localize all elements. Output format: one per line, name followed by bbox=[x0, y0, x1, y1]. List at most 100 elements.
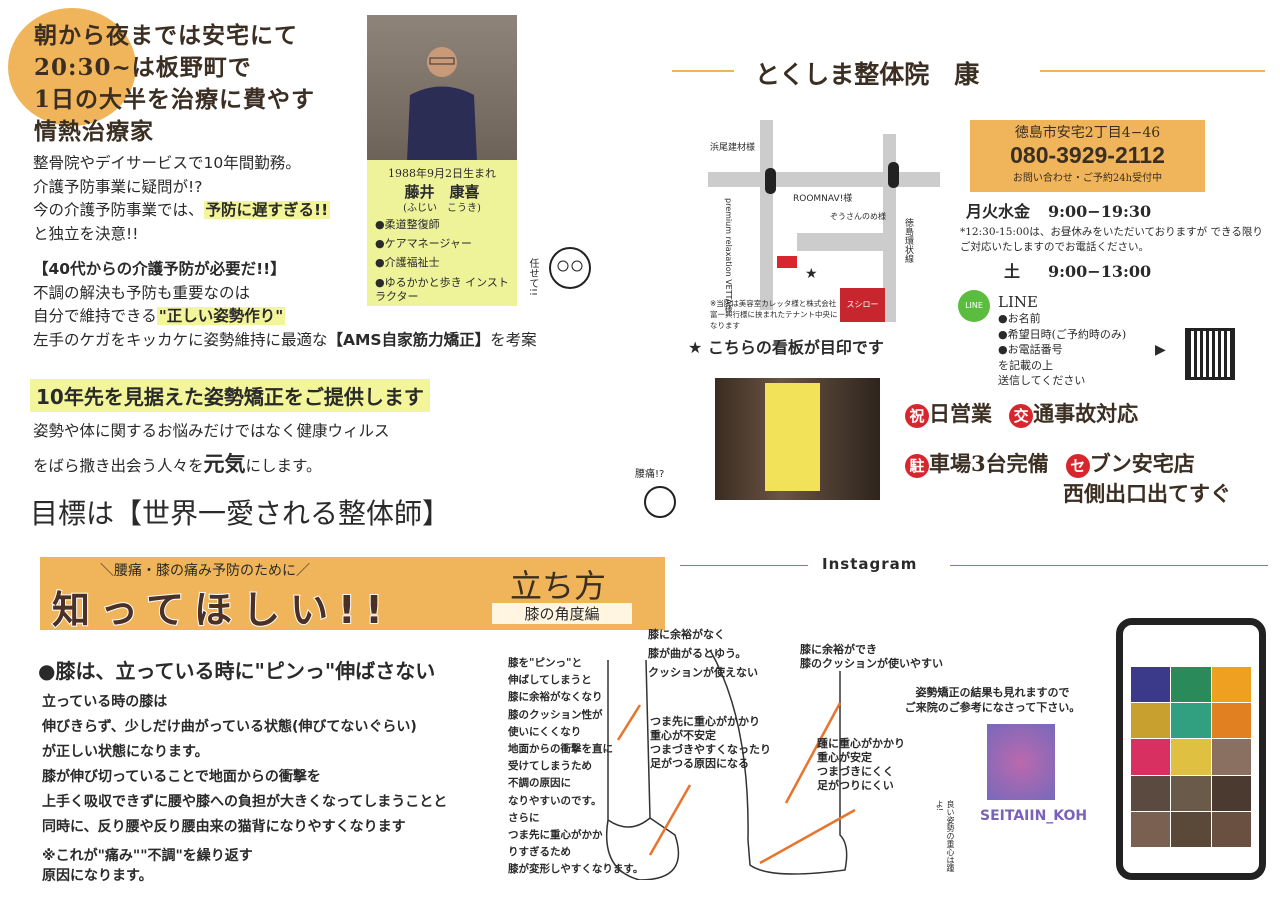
intro-line: 自分で維持できる"正しい姿勢作り" bbox=[33, 305, 537, 329]
text: にします。 bbox=[245, 457, 322, 475]
address: 徳島市安宅2丁目4−46 bbox=[1014, 125, 1161, 141]
headline: 朝から夜までは安宅にて 20:30~は板野町で 1日の大半を治療に費やす 情熱治… bbox=[34, 20, 315, 148]
side-line: なりやすいのです。 bbox=[508, 794, 602, 807]
knee-line: 同時に、反り腰や反り腰由来の猫背になりやすくなります bbox=[42, 819, 406, 835]
divider bbox=[672, 70, 734, 72]
store-photo bbox=[715, 378, 880, 500]
map: 浜尾建材様 ROOMNAV!様 ぞうさんのめ様 premium relaxati… bbox=[705, 118, 950, 333]
cartoon-text: 腰痛!? bbox=[635, 469, 665, 480]
features: 祝日営業 交通事故対応 駐車場3台完備 セブン安宅店 西側出口出てすぐ bbox=[905, 398, 1231, 508]
feature-badge: 交 bbox=[1009, 404, 1034, 428]
intro-line: と独立を決意!! bbox=[33, 224, 139, 243]
offer-line: をばら撒き出会う人々を元気にします。 bbox=[33, 448, 390, 483]
feature-text: 車場3台完備 bbox=[929, 451, 1049, 476]
sushiro-marker: スシロー bbox=[840, 288, 885, 322]
line-item: 送信してください bbox=[998, 374, 1086, 387]
highlight: 予防に遅すぎる!! bbox=[203, 201, 331, 219]
map-label: premium relaxation VETTA様 bbox=[724, 198, 733, 313]
offer-line: 姿勢や体に関するお悩みだけではなく健康ウィルス bbox=[33, 422, 390, 440]
feature-badge: 祝 bbox=[905, 404, 929, 428]
qualification: ●ゆるかかと歩き インストラクター bbox=[375, 276, 509, 303]
feature-text: 通事故対応 bbox=[1033, 401, 1139, 426]
address-box: 徳島市安宅2丁目4−46 080-3929-2112 お問い合わせ・ご予約24h… bbox=[970, 120, 1205, 192]
text: 左手のケガをキッカケに姿勢維持に最適な bbox=[33, 330, 328, 349]
phone: 080-3929-2112 bbox=[1010, 142, 1165, 168]
note-line: ご来院のご参考になさって下さい。 bbox=[904, 701, 1081, 714]
side-line: 膝に余裕がなくなり bbox=[508, 691, 603, 704]
instagram-handle[interactable]: SEITAIIN_KOH bbox=[980, 808, 1088, 824]
side-line: 受けてしまうため bbox=[508, 760, 592, 773]
text: 今の介護予防事業では、 bbox=[33, 201, 204, 219]
intro-line: 整骨院やデイサービスで10年間勤務。 bbox=[33, 154, 301, 172]
offer-heading: 10年先を見据えた姿勢矯正をご提供します bbox=[30, 379, 430, 412]
bad-mid: つま先に重心がかかり重心が不安定つまづきやすくなったり足がつる原因になる bbox=[650, 715, 771, 771]
knee-note: ※これが"痛み""不調"を繰り返す bbox=[42, 848, 253, 864]
feature-badge: 駐 bbox=[905, 454, 929, 478]
line-item: を記載の上 bbox=[998, 358, 1053, 372]
signboard bbox=[765, 383, 820, 491]
label-line: 重心が安定 bbox=[817, 751, 872, 764]
banner-subtitle: 膝の角度編 bbox=[492, 603, 632, 624]
label-line: 足がつる原因になる bbox=[650, 757, 749, 770]
map-label: 浜尾建材様 bbox=[710, 143, 756, 153]
side-line: 不調の原因に bbox=[508, 777, 571, 790]
feature-note: 西側出口出てすぐ bbox=[1063, 481, 1231, 506]
bad-top: 膝に余裕がなく膝が曲がるとゆう。クッションが使えない bbox=[648, 625, 758, 682]
instagram-note: 姿勢矯正の結果も見れますのでご来院のご参考になさって下さい。 bbox=[870, 685, 1115, 715]
decor-circle bbox=[8, 8, 136, 126]
instagram-qr-code[interactable] bbox=[985, 722, 1057, 802]
knee-line: 立っている時の膝は bbox=[42, 694, 168, 710]
clinic-marker bbox=[777, 256, 797, 268]
feature-text: 日営業 bbox=[929, 401, 992, 426]
label-line: 踵に重心がかかり bbox=[817, 737, 905, 750]
divider bbox=[950, 565, 1268, 566]
side-line: 膝が変形しやすくなります。 bbox=[508, 863, 644, 876]
line-icon[interactable]: LINE bbox=[958, 290, 990, 322]
goal: 目標は【世界一愛される整体師】 bbox=[30, 497, 451, 530]
qualification: ●介護福祉士 bbox=[375, 256, 440, 269]
side-line: さらに bbox=[508, 811, 540, 824]
good-top: 膝に余裕ができ膝のクッションが使いやすい bbox=[800, 643, 943, 671]
side-line: 伸ばしてしまうと bbox=[508, 674, 592, 687]
banner-sub: ＼腰痛・膝の痛み予防のために／ bbox=[100, 563, 310, 579]
label-line: つまづきにくく bbox=[817, 765, 894, 778]
label-line: 膝に余裕ができ bbox=[800, 643, 877, 656]
text: を考案 bbox=[490, 330, 537, 349]
knee-heading: ●膝は、立っている時に"ピンっ"伸ばさない bbox=[38, 659, 436, 683]
knee-note: 原因になります。 bbox=[42, 868, 153, 884]
text: 元気 bbox=[203, 452, 246, 476]
label-line: つま先に重心がかかり bbox=[650, 715, 760, 728]
offer-text: 姿勢や体に関するお悩みだけではなく健康ウィルス をばら撒き出会う人々を元気にしま… bbox=[33, 415, 390, 483]
knee-line: 上手く吸収できずに腰や膝への負担が大きくなってしまうことと bbox=[42, 794, 448, 810]
label-line: クッションが使えない bbox=[648, 666, 758, 679]
traffic-light-icon bbox=[888, 162, 899, 188]
knee-side-text: 膝を"ピンっ"と伸ばしてしまうと膝に余裕がなくなり膝のクッション性が使いにくくな… bbox=[508, 655, 643, 879]
sign-caption: ★ こちらの看板が目印です bbox=[688, 338, 884, 357]
hours-days: 土 bbox=[1004, 262, 1021, 281]
label-line: つまづきやすくなったり bbox=[650, 743, 771, 756]
side-line: りすぎるため bbox=[508, 846, 571, 859]
phone-note: お問い合わせ・ご予約24h受付中 bbox=[1012, 173, 1163, 184]
name-kana: (ふじい こうき) bbox=[403, 203, 481, 214]
road bbox=[797, 233, 887, 251]
traffic-light-icon bbox=[765, 168, 776, 194]
line-item: ●お電話番号 bbox=[998, 343, 1063, 356]
note-line: 姿勢矯正の結果も見れますので bbox=[915, 686, 1070, 699]
subheading: 【40代からの介護予防が必要だ!!】 bbox=[33, 260, 286, 278]
intro-line: 介護予防事業に疑問が!? bbox=[33, 177, 203, 196]
birth-date: 1988年9月2日生まれ bbox=[388, 167, 496, 180]
instagram-label: Instagram bbox=[822, 555, 918, 573]
arrow-right-icon: ▶ bbox=[1155, 342, 1166, 358]
banner-main: 知ってほしい!! bbox=[51, 587, 393, 633]
hours-time: 9:00−13:00 bbox=[1048, 262, 1152, 281]
instagram-grid bbox=[1131, 667, 1251, 847]
line-title: LINE bbox=[998, 293, 1038, 311]
intro-line: 左手のケガをキッカケに姿勢維持に最適な【AMS自家筋力矯正】を考案 bbox=[33, 329, 537, 353]
feature-text: ブン安宅店 bbox=[1089, 451, 1195, 476]
text: をばら撒き出会う人々を bbox=[33, 457, 204, 475]
line-qr-code[interactable] bbox=[1185, 328, 1235, 380]
cartoon-text: 任せて!! bbox=[527, 258, 538, 297]
headline-line: 朝から夜までは安宅にて bbox=[34, 22, 298, 49]
line-item: ●お名前 bbox=[998, 312, 1041, 325]
divider bbox=[680, 565, 808, 566]
